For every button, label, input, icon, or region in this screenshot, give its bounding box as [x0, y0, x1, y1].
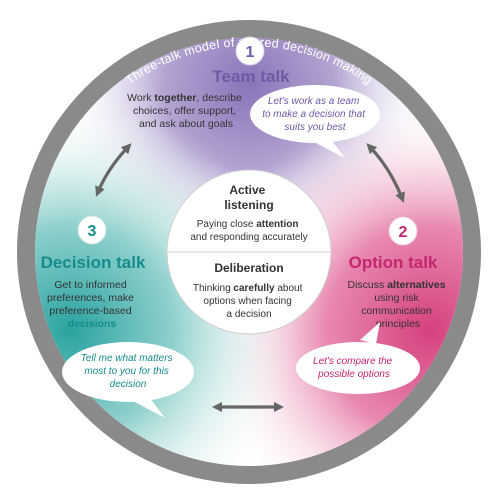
decision-title: Decision talk — [41, 253, 146, 272]
arrow-team-option — [366, 143, 405, 203]
team-number: 1 — [246, 44, 255, 61]
decision-bubble-text: Tell me what matters most to you for thi… — [81, 353, 176, 390]
team-speech-bubble — [250, 85, 380, 158]
team-number-badge — [235, 36, 265, 66]
option-title: Option talk — [349, 253, 438, 272]
option-speech-bubble — [296, 322, 420, 394]
option-number-badge — [388, 216, 418, 246]
option-desc: Discuss alternatives using risk communic… — [348, 279, 449, 330]
deliberation-desc: Thinking carefully about options when fa… — [193, 283, 305, 320]
arrow-team-decision — [95, 143, 132, 197]
decision-number: 3 — [88, 223, 97, 240]
option-number: 2 — [399, 224, 408, 241]
deliberation-title: Deliberation — [214, 261, 283, 275]
team-bubble-text: Let's work as a team to make a decision … — [262, 96, 368, 133]
team-desc: Work together, describe choices, offer s… — [127, 92, 245, 130]
decision-speech-bubble — [62, 342, 194, 418]
active-listening-desc: Paying close attention and responding ac… — [190, 219, 307, 243]
decision-desc: Get to informed preferences, make prefer… — [47, 279, 137, 330]
team-title: Team talk — [212, 67, 290, 86]
option-bubble-text: Let's compare the possible options — [313, 356, 395, 380]
active-listening-title: Active listening — [224, 183, 273, 212]
decision-number-badge — [77, 215, 107, 245]
